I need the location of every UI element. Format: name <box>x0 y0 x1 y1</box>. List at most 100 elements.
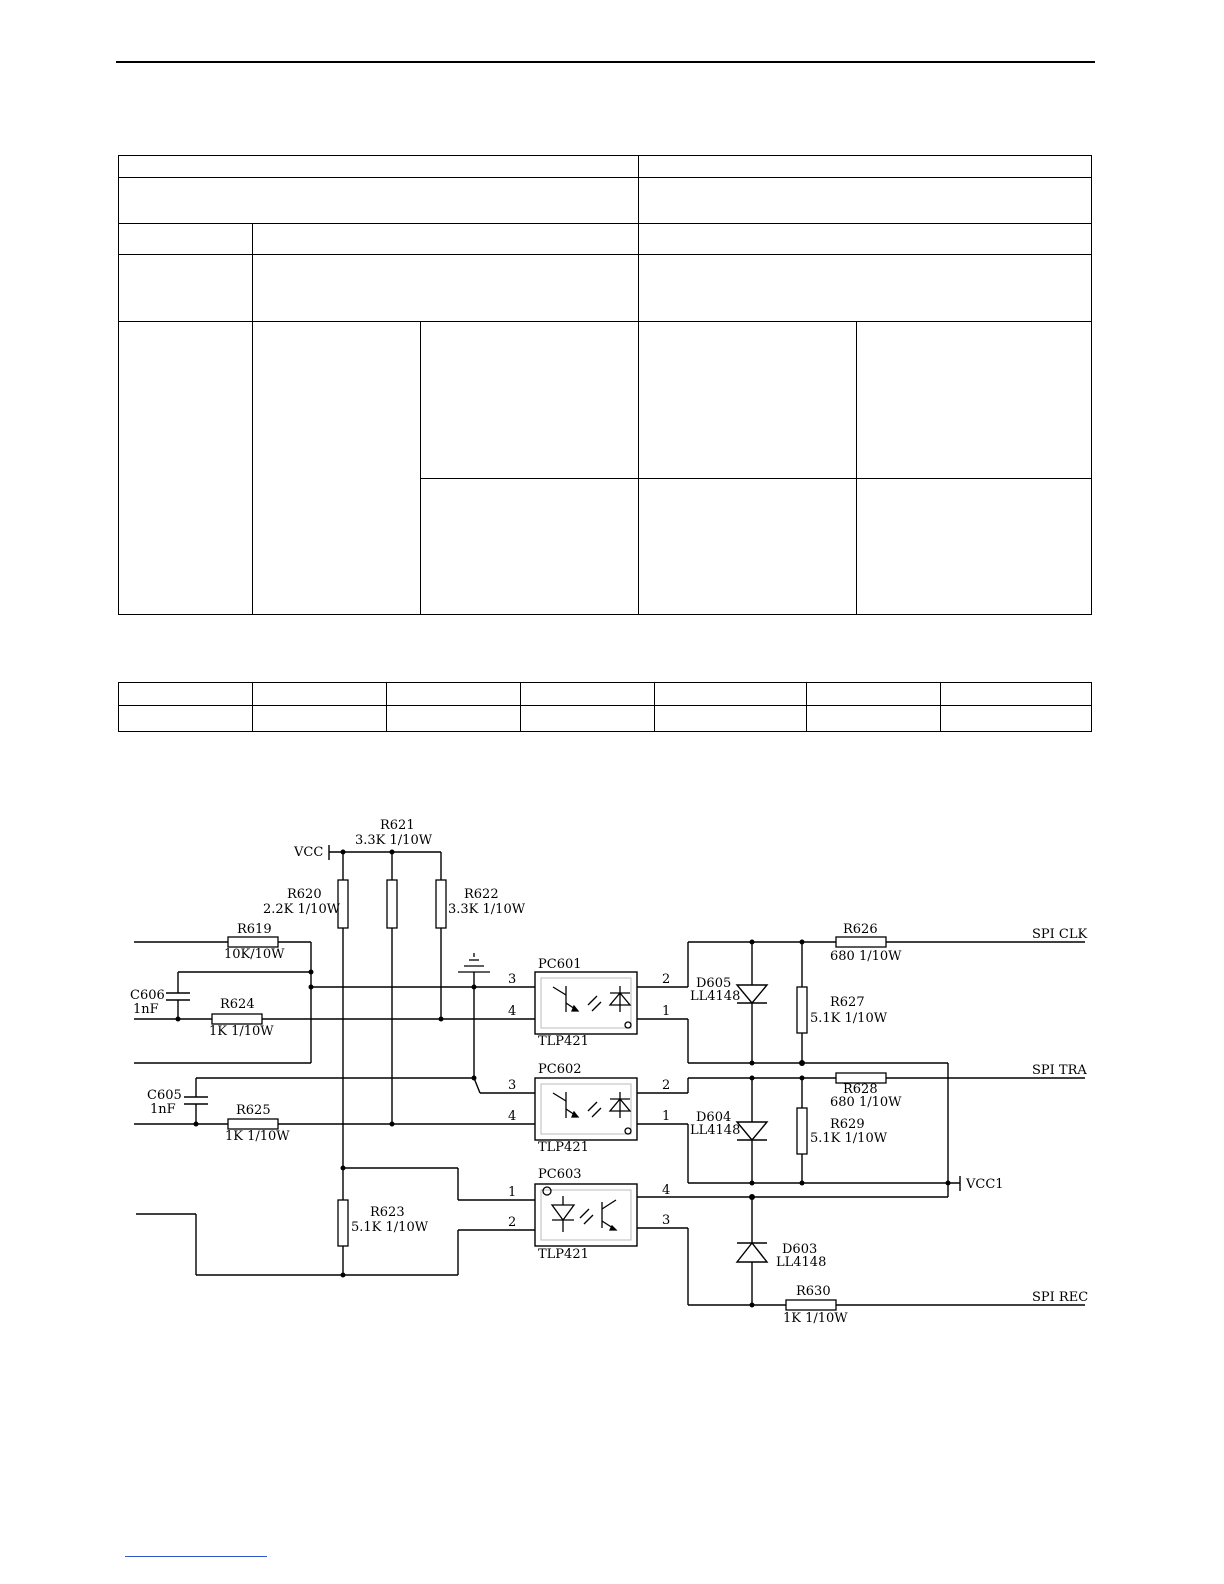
capacitor-c606 <box>166 992 190 1001</box>
pin-number: 1 <box>662 1109 670 1124</box>
resistor-r629 <box>796 1107 808 1155</box>
r624-value: 1K 1/10W <box>209 1024 274 1039</box>
optocoupler-pc601 <box>534 971 638 1035</box>
r630-value: 1K 1/10W <box>783 1311 848 1326</box>
junction-dot <box>749 1060 755 1066</box>
pin-number: 3 <box>508 972 516 987</box>
spi-clk-label: SPI CLK <box>1032 927 1088 942</box>
optocoupler-pc603 <box>534 1183 638 1247</box>
r626-value: 680 1/10W <box>830 949 902 964</box>
pin-number: 3 <box>508 1078 516 1093</box>
junction-dot <box>308 984 314 990</box>
r628-value: 680 1/10W <box>830 1095 902 1110</box>
table-cell <box>654 705 807 732</box>
resistor-r620 <box>337 879 349 929</box>
r628-ref: R628 <box>843 1082 878 1097</box>
pc601-part: TLP421 <box>538 1034 589 1049</box>
table-cell <box>638 177 1093 224</box>
r630-ref: R630 <box>796 1284 831 1299</box>
vcc1-label: VCC1 <box>965 1177 1004 1192</box>
table-cell <box>118 254 253 322</box>
junction-dot <box>438 1016 444 1022</box>
resistor-r627 <box>796 986 808 1034</box>
r625-value: 1K 1/10W <box>225 1129 290 1144</box>
junction-dot <box>799 1075 805 1081</box>
d604-value: LL4148 <box>690 1123 740 1138</box>
pin-number: 1 <box>662 1004 670 1019</box>
d603-ref: D603 <box>782 1242 817 1257</box>
diode-d604 <box>735 1121 769 1142</box>
junction-dot <box>749 939 755 945</box>
r622-ref: R622 <box>464 887 499 902</box>
resistor-r628 <box>835 1072 887 1084</box>
table-cell <box>251 254 640 322</box>
pin-number: 3 <box>662 1213 670 1228</box>
c605-value: 1nF <box>150 1102 176 1117</box>
pc601-label: PC601 <box>538 957 582 972</box>
table-cell <box>251 223 640 255</box>
d605-ref: D605 <box>696 976 731 991</box>
pin-number: 1 <box>508 1185 516 1200</box>
pc602-label: PC602 <box>538 1062 582 1077</box>
resistor-r622 <box>435 879 447 929</box>
r625-ref: R625 <box>236 1103 271 1118</box>
junction-dot <box>471 984 477 990</box>
table-cell <box>638 254 1093 322</box>
r621-value: 3.3K 1/10W <box>355 833 433 848</box>
table-cell <box>638 155 1093 178</box>
d604-ref: D604 <box>696 1110 731 1125</box>
r623-value: 5.1K 1/10W <box>351 1220 429 1235</box>
d603-value: LL4148 <box>776 1255 826 1270</box>
pin-number: 2 <box>662 1078 670 1093</box>
table-cell <box>638 321 858 479</box>
header-rule <box>116 61 1095 63</box>
table-cell <box>118 321 253 615</box>
junction-dot <box>799 939 805 945</box>
table-cell <box>520 705 655 732</box>
spi-rec-label: SPI REC <box>1032 1290 1088 1305</box>
resistor-r621 <box>386 879 398 929</box>
r629-ref: R629 <box>830 1117 865 1132</box>
pc603-label: PC603 <box>538 1167 582 1182</box>
r621-ref: R621 <box>380 818 415 833</box>
r627-ref: R627 <box>830 995 865 1010</box>
table-cell <box>419 478 640 615</box>
pin-number: 4 <box>662 1183 670 1198</box>
table-cell <box>940 705 1092 732</box>
d605-value: LL4148 <box>690 989 740 1004</box>
table-cell <box>118 682 253 706</box>
pc603-part: TLP421 <box>538 1247 589 1262</box>
r626-ref: R626 <box>843 922 878 937</box>
r627-value: 5.1K 1/10W <box>810 1011 888 1026</box>
junction-dot <box>308 969 314 975</box>
junction-dot <box>749 1302 755 1308</box>
table-cell <box>638 223 1093 255</box>
c606-ref: C606 <box>130 988 165 1003</box>
junction-dot <box>193 1121 199 1127</box>
spec-table-secondary <box>118 682 1092 732</box>
r622-value: 3.3K 1/10W <box>448 902 526 917</box>
junction-dot <box>389 1121 395 1127</box>
table-cell <box>520 682 655 706</box>
table-cell <box>386 705 521 732</box>
spi-tra-label: SPI TRA <box>1032 1063 1087 1078</box>
table-cell <box>252 321 421 615</box>
junction-dot <box>749 1075 755 1081</box>
resistor-r626 <box>835 936 887 948</box>
table-cell <box>252 705 387 732</box>
table-cell <box>117 177 640 224</box>
ground-icon <box>458 953 490 973</box>
table-cell <box>252 682 387 706</box>
pin-number: 2 <box>508 1215 516 1230</box>
table-cell <box>806 705 941 732</box>
spi-isolation-schematic: 3 4 2 1 3 4 2 1 1 2 4 3 PC601 TLP421 PC6… <box>130 818 1088 1326</box>
junction-dot <box>340 1272 346 1278</box>
spec-table-main <box>117 155 1093 615</box>
resistor-r623 <box>337 1199 349 1247</box>
resistor-r619 <box>227 936 279 948</box>
table-cell <box>117 155 640 178</box>
table-cell <box>118 705 253 732</box>
junction-dot <box>389 849 395 855</box>
resistor-r625 <box>227 1118 279 1130</box>
r619-value: 10K/10W <box>224 947 285 962</box>
